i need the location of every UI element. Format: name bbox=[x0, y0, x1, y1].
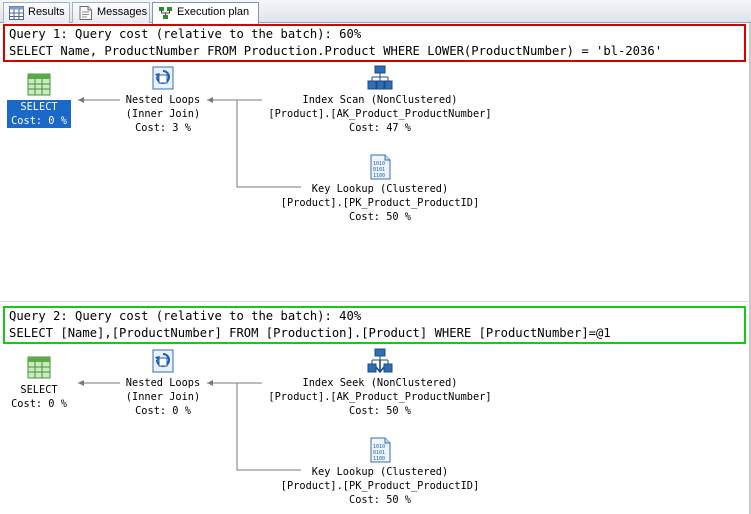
query-2-key-lookup-object: [Product].[PK_Product_ProductID] bbox=[280, 480, 480, 492]
tab-messages-label: Messages bbox=[97, 6, 148, 18]
svg-text:0101: 0101 bbox=[373, 450, 385, 456]
query-2-nested-loops-title: Nested Loops bbox=[125, 377, 201, 389]
svg-text:1100: 1100 bbox=[373, 456, 385, 462]
nested-loops-icon bbox=[152, 66, 174, 90]
query-2-nested-loops-subtitle: (Inner Join) bbox=[125, 391, 201, 403]
query-1-select-operator[interactable]: SELECT Cost: 0 % bbox=[4, 71, 74, 128]
query-1-sql-text: SELECT Name, ProductNumber FROM Producti… bbox=[9, 44, 663, 58]
query-2-index-seek-cost: Cost: 50 % bbox=[349, 405, 411, 417]
svg-text:1010: 1010 bbox=[373, 161, 385, 167]
query-1-index-scan-cost: Cost: 47 % bbox=[349, 122, 411, 134]
query-2-index-seek-title: Index Seek (NonClustered) bbox=[302, 377, 458, 389]
grid-icon bbox=[9, 6, 24, 20]
query-2-cost-text: Query 2: Query cost (relative to the bat… bbox=[9, 309, 362, 323]
svg-text:1100: 1100 bbox=[373, 173, 385, 179]
tab-results-label: Results bbox=[28, 6, 65, 18]
edge-arrowhead bbox=[207, 97, 213, 103]
query-1-index-scan-operator[interactable]: Index Scan (NonClustered) [Product].[AK_… bbox=[255, 64, 505, 135]
query-1-select-cost: Cost: 0 % bbox=[11, 115, 67, 127]
query-1-key-lookup-object: [Product].[PK_Product_ProductID] bbox=[280, 197, 480, 209]
query-1-header[interactable]: Query 1: Query cost (relative to the bat… bbox=[3, 24, 746, 62]
query-1-key-lookup-title: Key Lookup (Clustered) bbox=[311, 183, 449, 195]
query-2-key-lookup-operator[interactable]: 1010 0101 1100 Key Lookup (Clustered) [P… bbox=[255, 436, 505, 507]
select-result-icon bbox=[27, 73, 51, 96]
query-2-key-lookup-title: Key Lookup (Clustered) bbox=[311, 466, 449, 478]
query-2-select-operator[interactable]: SELECT Cost: 0 % bbox=[4, 354, 74, 411]
key-lookup-icon: 1010 0101 1100 bbox=[370, 154, 391, 180]
query-1-key-lookup-cost: Cost: 50 % bbox=[349, 211, 411, 223]
key-lookup-icon: 1010 0101 1100 bbox=[370, 437, 391, 463]
index-seek-icon bbox=[367, 348, 393, 374]
index-scan-icon bbox=[367, 65, 393, 90]
select-result-icon bbox=[27, 356, 51, 379]
results-tab-strip: Results Messages Execution plan bbox=[0, 0, 751, 24]
query-1-key-lookup-operator[interactable]: 1010 0101 1100 Key Lookup (Clustered) [P… bbox=[255, 153, 505, 224]
tab-results[interactable]: Results bbox=[3, 2, 70, 23]
plan-separator bbox=[0, 301, 751, 302]
edge-key-lookup-to-nested-loops bbox=[236, 100, 301, 188]
query-1-index-scan-title: Index Scan (NonClustered) bbox=[302, 94, 458, 106]
query-1-cost-text: Query 1: Query cost (relative to the bat… bbox=[9, 27, 362, 41]
edge-arrowhead bbox=[207, 380, 213, 386]
tab-messages[interactable]: Messages bbox=[72, 2, 150, 23]
tab-execution-plan[interactable]: Execution plan bbox=[152, 2, 259, 24]
query-2-key-lookup-cost: Cost: 50 % bbox=[349, 494, 411, 506]
query-2-select-cost: Cost: 0 % bbox=[11, 398, 67, 410]
nested-loops-icon bbox=[152, 349, 174, 373]
messages-icon bbox=[79, 6, 92, 20]
query-1-nested-loops-title: Nested Loops bbox=[125, 94, 201, 106]
query-1-select-title: SELECT bbox=[20, 101, 58, 113]
edge-arrowhead bbox=[78, 380, 84, 386]
query-2-header[interactable]: Query 2: Query cost (relative to the bat… bbox=[3, 306, 746, 344]
svg-text:0101: 0101 bbox=[373, 167, 385, 173]
query-2-index-seek-operator[interactable]: Index Seek (NonClustered) [Product].[AK_… bbox=[255, 347, 505, 418]
query-2-index-seek-object: [Product].[AK_Product_ProductNumber] bbox=[268, 391, 492, 403]
vertical-scrollbar-edge[interactable] bbox=[749, 23, 751, 514]
execution-plan-icon bbox=[159, 7, 172, 19]
tab-execution-plan-label: Execution plan bbox=[177, 6, 250, 18]
query-2-select-title: SELECT bbox=[20, 384, 58, 396]
query-1-nested-loops-subtitle: (Inner Join) bbox=[125, 108, 201, 120]
query-2-nested-loops-operator[interactable]: Nested Loops (Inner Join) Cost: 0 % bbox=[113, 347, 213, 418]
query-1-nested-loops-cost: Cost: 3 % bbox=[135, 122, 191, 134]
edge-arrowhead bbox=[78, 97, 84, 103]
query-1-nested-loops-operator[interactable]: Nested Loops (Inner Join) Cost: 3 % bbox=[113, 64, 213, 135]
svg-text:1010: 1010 bbox=[373, 444, 385, 450]
query-1-index-scan-object: [Product].[AK_Product_ProductNumber] bbox=[268, 108, 492, 120]
query-2-nested-loops-cost: Cost: 0 % bbox=[135, 405, 191, 417]
edge-key-lookup-to-nested-loops bbox=[236, 383, 301, 471]
query-2-sql-text: SELECT [Name],[ProductNumber] FROM [Prod… bbox=[9, 326, 611, 340]
